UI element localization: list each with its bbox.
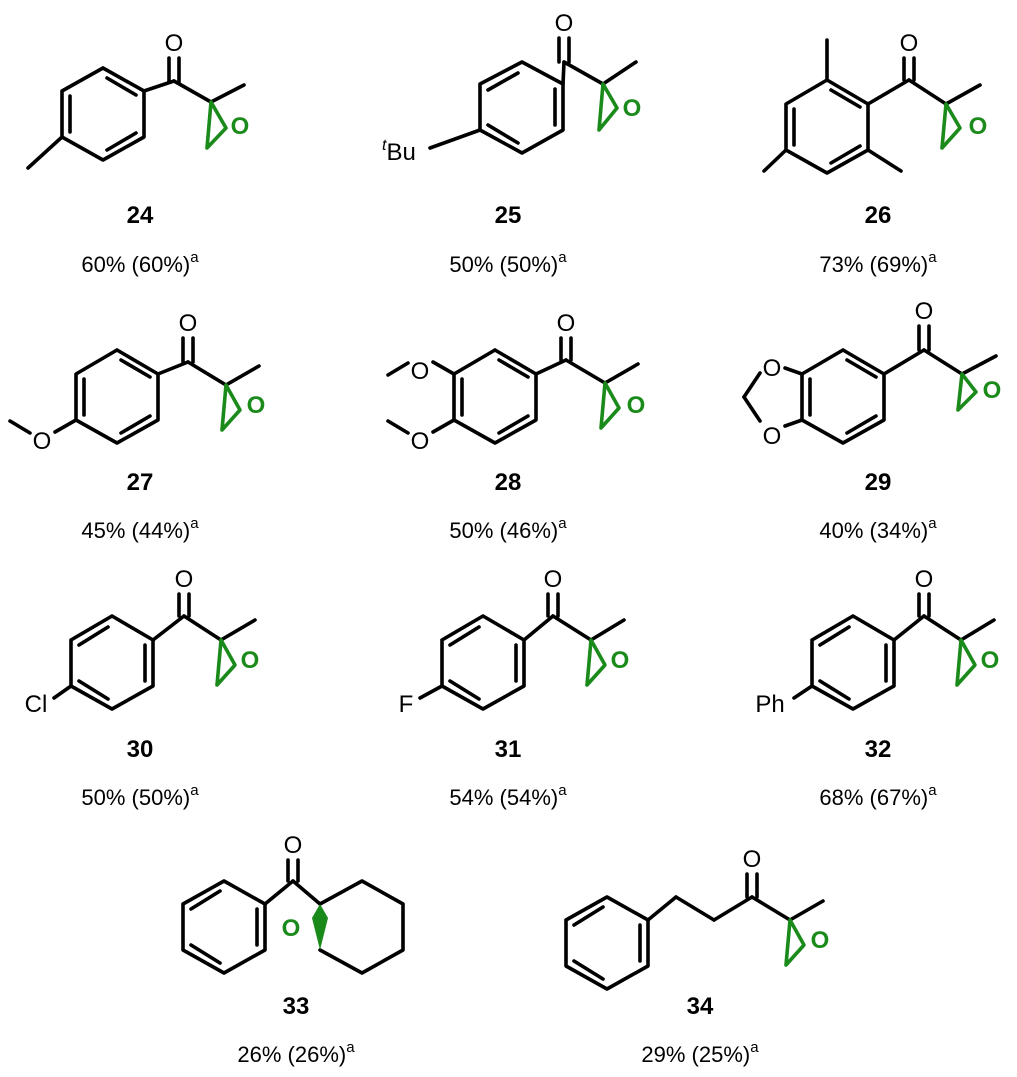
- structure-30: Cl O O: [25, 566, 260, 718]
- structure-31: F O O: [399, 566, 630, 718]
- carbonyl-oxygen: O: [175, 566, 194, 593]
- yield-label: 50% (50%)a: [81, 782, 199, 810]
- benzene-ring: [784, 78, 870, 175]
- epoxide-oxygen: O: [231, 113, 250, 140]
- cyclohexane-ring: [318, 879, 405, 975]
- compound-number: 32: [865, 736, 892, 763]
- dioxole-oxygen: O: [763, 355, 782, 382]
- yield-label: 60% (60%)a: [81, 249, 199, 277]
- epoxide-oxygen: O: [811, 927, 830, 954]
- benzene-ring: [74, 348, 160, 445]
- carbonyl-oxygen: O: [915, 566, 934, 593]
- carbonyl-oxygen: O: [915, 298, 934, 325]
- structure-27: O O O: [8, 310, 266, 455]
- chloro-substituent: Cl: [25, 691, 48, 718]
- yield-label: 50% (46%)a: [449, 515, 567, 543]
- structure-29: O O O O: [742, 298, 1002, 450]
- compound-number: 30: [127, 736, 154, 763]
- methoxy-oxygen: O: [411, 358, 430, 385]
- structure-28: O O O O: [386, 310, 646, 455]
- compound-number: 34: [687, 993, 714, 1020]
- yield-label: 45% (44%)a: [81, 515, 199, 543]
- compound-number: 25: [495, 202, 522, 229]
- structure-34: O O: [564, 846, 830, 991]
- compound-number: 26: [865, 202, 892, 229]
- compound-number: 27: [127, 469, 154, 496]
- benzene-ring: [478, 60, 565, 155]
- carbonyl-oxygen: O: [544, 566, 563, 593]
- carbonyl-oxygen: O: [900, 30, 919, 57]
- phenyl-substituent: Ph: [755, 691, 784, 718]
- yield-label: 29% (25%)a: [641, 1039, 759, 1067]
- benzene-ring: [69, 614, 155, 711]
- structure-25: tBu O O: [382, 10, 641, 166]
- benzene-ring: [181, 879, 267, 975]
- benzene-ring: [810, 614, 896, 711]
- compound-number: 29: [865, 469, 892, 496]
- epoxide-oxygen: O: [981, 647, 1000, 674]
- carbonyl-oxygen: O: [179, 310, 198, 337]
- fluoro-substituent: F: [399, 691, 414, 718]
- benzene-ring: [440, 614, 526, 711]
- yield-label: 26% (26%)a: [237, 1039, 355, 1067]
- carbonyl-oxygen: O: [557, 310, 576, 337]
- benzene-ring: [800, 348, 886, 445]
- epoxide-oxygen: O: [627, 392, 646, 419]
- benzene-ring: [60, 66, 146, 162]
- structure-32: Ph O O: [755, 566, 999, 718]
- yield-label: 54% (54%)a: [449, 782, 567, 810]
- benzene-ring: [564, 895, 650, 991]
- epoxide-oxygen: O: [282, 915, 301, 942]
- methoxy-oxygen: O: [33, 428, 52, 455]
- yield-label: 40% (34%)a: [819, 515, 937, 543]
- compound-number: 28: [495, 469, 522, 496]
- yield-label: 73% (69%)a: [819, 249, 937, 277]
- yield-label: 50% (50%)a: [449, 249, 567, 277]
- carbonyl-oxygen: O: [743, 846, 762, 873]
- carbonyl-oxygen: O: [555, 10, 574, 37]
- compound-number: 31: [495, 736, 522, 763]
- dioxole-oxygen: O: [763, 423, 782, 450]
- compound-number: 33: [283, 993, 310, 1020]
- epoxide-oxygen: O: [983, 377, 1002, 404]
- epoxide-oxygen: O: [969, 113, 988, 140]
- epoxide-oxygen: O: [247, 392, 266, 419]
- yield-label: 68% (67%)a: [819, 782, 937, 810]
- methoxy-oxygen: O: [411, 428, 430, 455]
- carbonyl-oxygen: O: [284, 832, 303, 859]
- epoxide-oxygen: O: [241, 647, 260, 674]
- epoxide-wedge: [312, 904, 328, 950]
- structure-24: O O: [26, 30, 250, 170]
- structure-26: O O: [762, 30, 988, 175]
- tert-butyl-group: tBu: [382, 137, 416, 166]
- benzene-ring: [452, 348, 538, 445]
- structure-33: O O: [181, 832, 405, 975]
- epoxide-oxygen: O: [623, 95, 642, 122]
- compound-number: 24: [127, 202, 154, 229]
- carbonyl-oxygen: O: [165, 30, 184, 57]
- epoxide-oxygen: O: [611, 647, 630, 674]
